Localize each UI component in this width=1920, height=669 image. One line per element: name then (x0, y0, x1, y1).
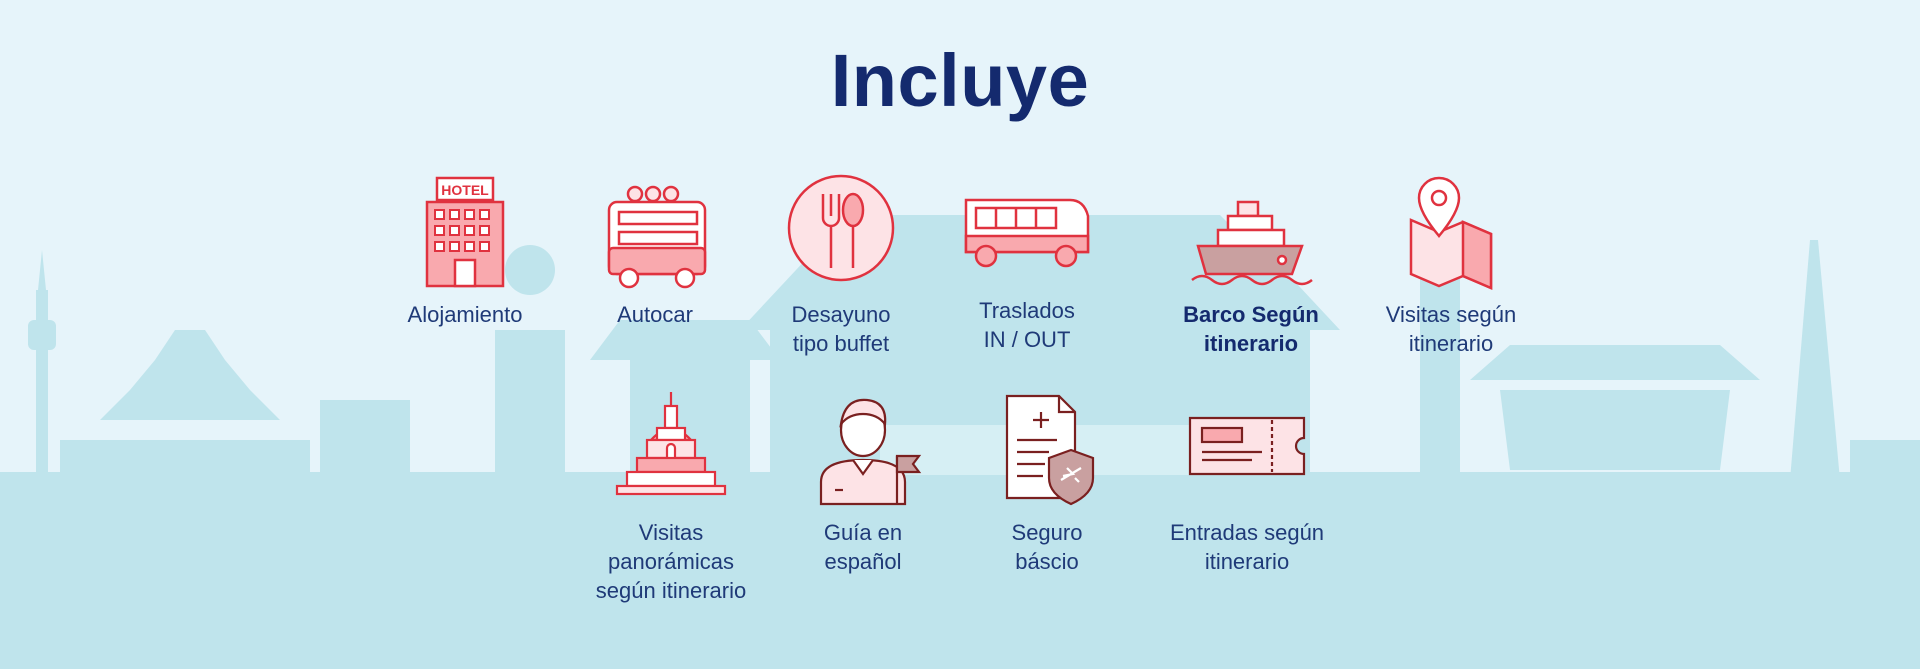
cutlery-icon (787, 174, 895, 282)
item-label: Autocar (617, 302, 693, 327)
guide-icon (819, 398, 922, 506)
hotel-sign: HOTEL (441, 182, 489, 198)
bus-icon (607, 185, 707, 289)
item-visitas-panoramicas: Visitas panorámicas según itinerario (566, 390, 776, 605)
item-barco: Barco Según itinerario (1146, 172, 1356, 358)
ticket-icon (1188, 416, 1306, 476)
map-pin-icon (1409, 176, 1493, 290)
item-label: Guía en español (823, 520, 903, 574)
item-label: Barco Según itinerario (1183, 302, 1319, 356)
ship-icon (1191, 200, 1313, 286)
shuttle-bus-icon (964, 198, 1090, 268)
item-label: Alojamiento (407, 302, 523, 327)
insurance-icon (1005, 394, 1095, 506)
item-desayuno: Desayuno tipo buffet (736, 172, 946, 358)
item-guia: Guía en español (758, 390, 968, 576)
item-label: Entradas según itinerario (1169, 520, 1325, 574)
item-label: Traslados IN / OUT (979, 298, 1075, 352)
temple-icon (615, 392, 727, 496)
page-title: Incluye (830, 39, 1090, 122)
item-entradas: Entradas según itinerario (1142, 390, 1352, 576)
item-label: Visitas según itinerario (1385, 302, 1517, 356)
item-seguro: Seguro báscio (942, 390, 1152, 576)
item-traslados: Traslados IN / OUT (922, 172, 1132, 354)
item-visitas: Visitas según itinerario (1346, 172, 1556, 358)
item-label: Desayuno tipo buffet (791, 302, 891, 356)
item-label: Seguro báscio (1011, 520, 1083, 574)
item-label: Visitas panorámicas según itinerario (595, 520, 747, 603)
hotel-icon: HOTEL (425, 176, 505, 288)
item-autocar: Autocar (550, 172, 760, 329)
item-alojamiento: HOTEL Alojamiento (360, 172, 570, 329)
